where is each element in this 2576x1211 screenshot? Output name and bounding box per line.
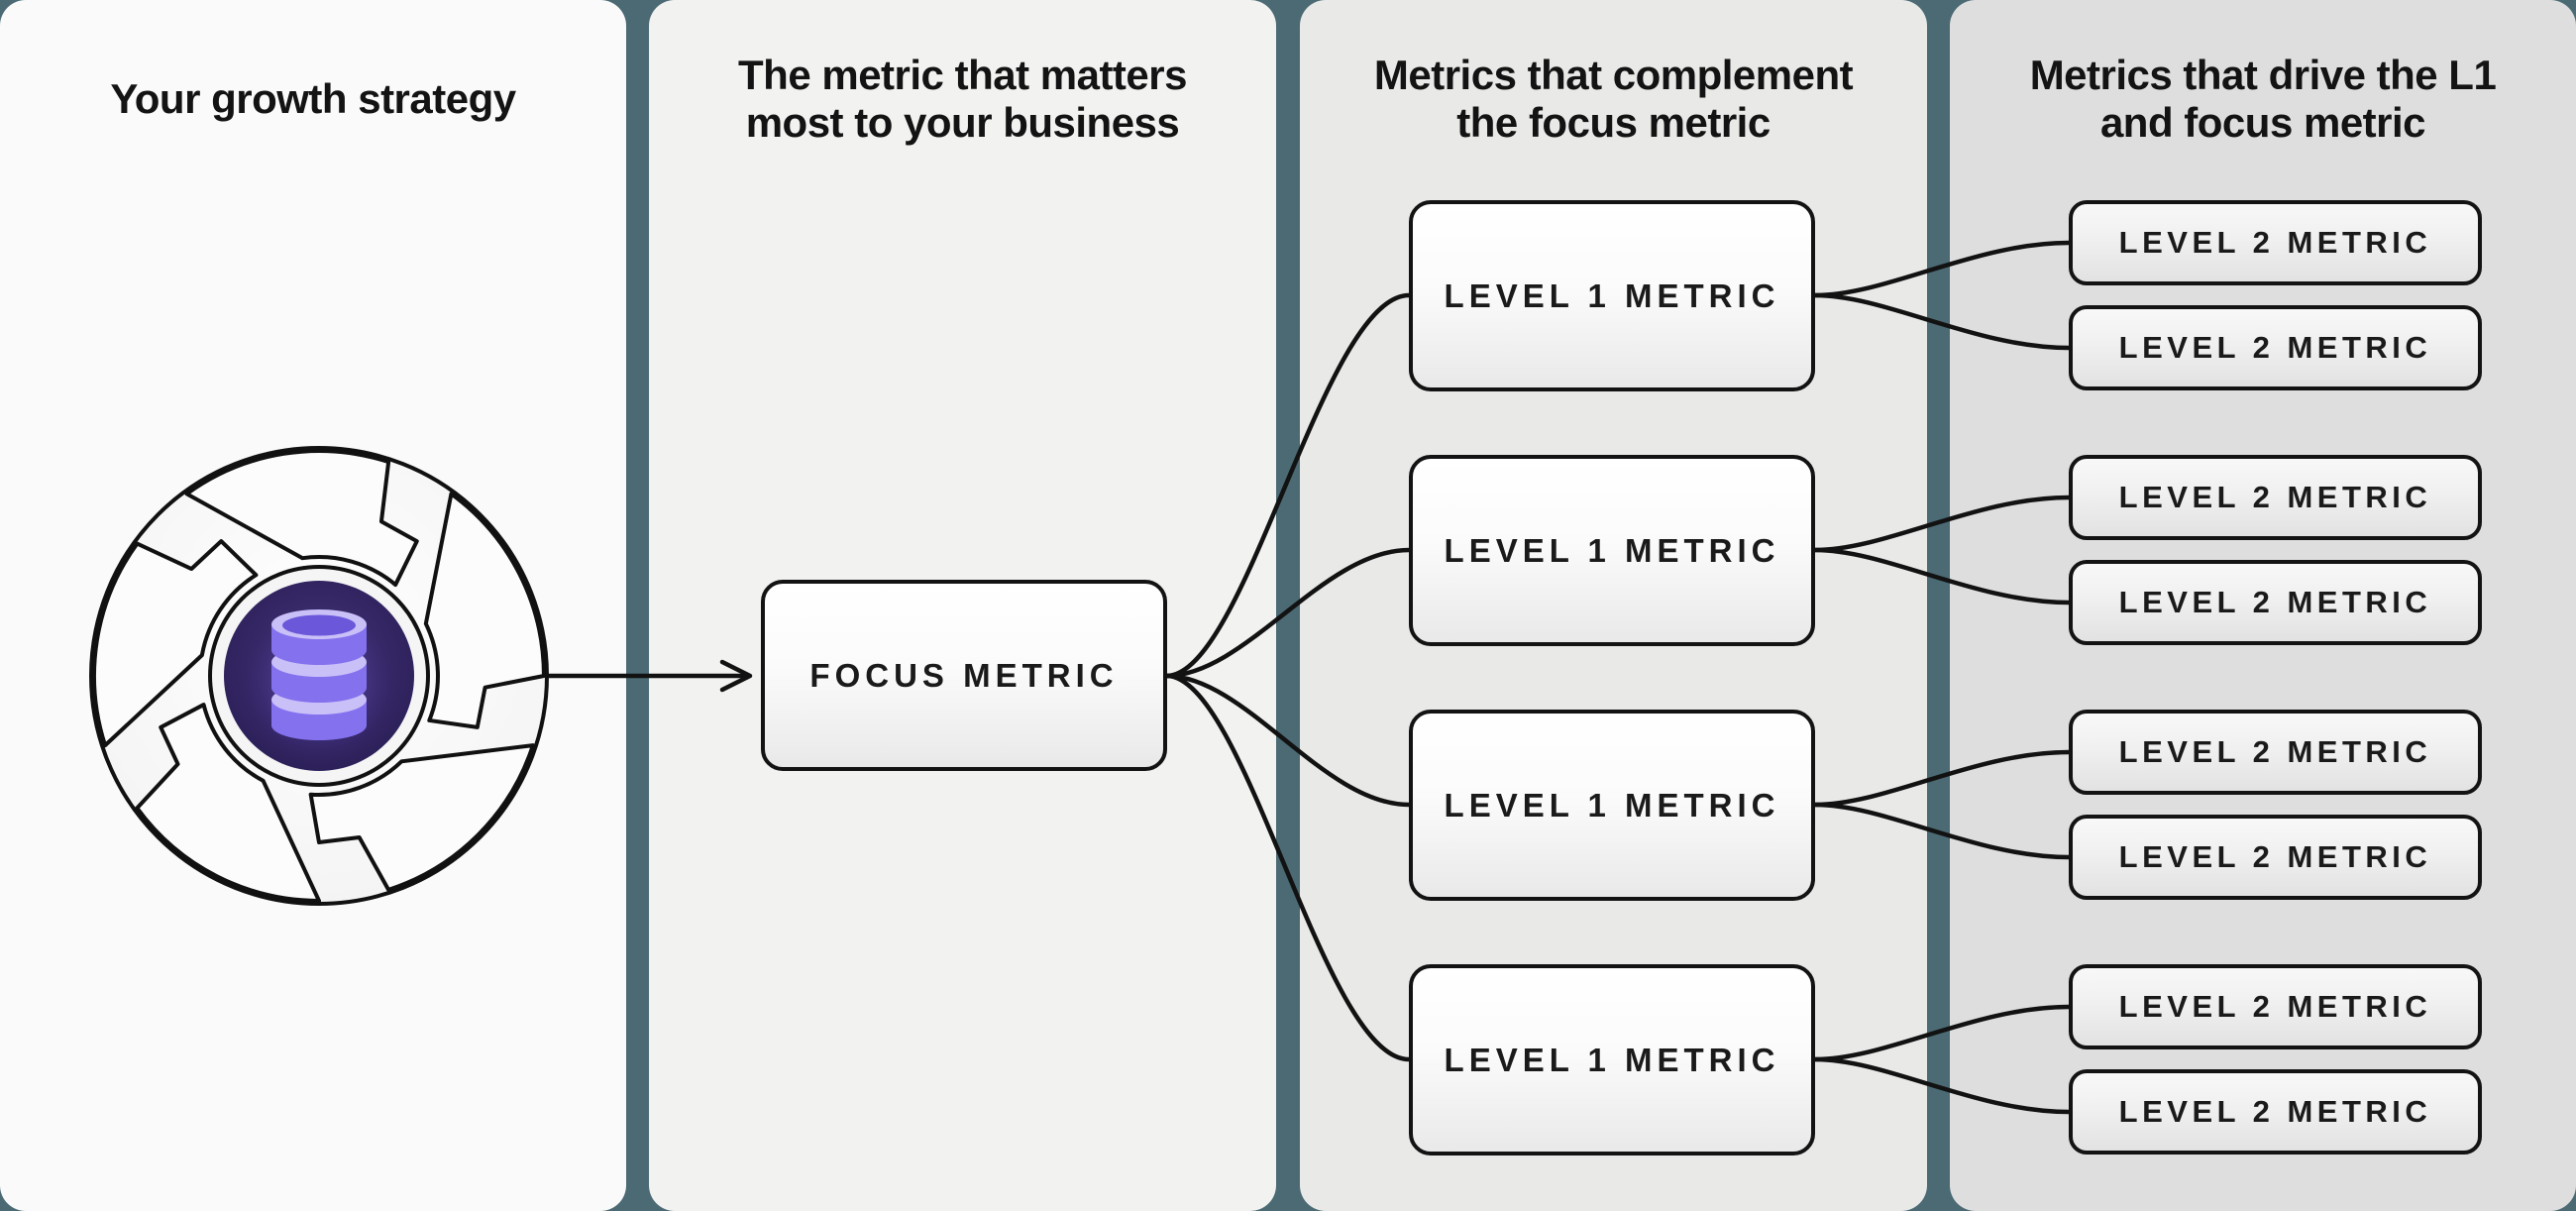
level1-metric-box: LEVEL 1 METRIC [1409, 964, 1815, 1156]
level2-metric-box: LEVEL 2 METRIC [2069, 455, 2482, 540]
level1-metric-label: LEVEL 1 METRIC [1444, 1041, 1780, 1078]
level2-metric-label: LEVEL 2 METRIC [2118, 585, 2432, 619]
title-line: most to your business [745, 99, 1180, 146]
level1-metric-label: LEVEL 1 METRIC [1444, 786, 1780, 824]
level2-metric-box: LEVEL 2 METRIC [2069, 200, 2482, 285]
panel-level2-metrics-title: Metrics that drive the L1 and focus metr… [1950, 48, 2576, 151]
level2-metric-box: LEVEL 2 METRIC [2069, 560, 2482, 645]
title-line: Your growth strategy [110, 75, 516, 122]
panel-growth-strategy-title: Your growth strategy [0, 48, 626, 151]
database-icon [271, 609, 367, 740]
level1-metric-label: LEVEL 1 METRIC [1444, 531, 1780, 569]
level2-metric-label: LEVEL 2 METRIC [2118, 1094, 2432, 1129]
level2-metric-box: LEVEL 2 METRIC [2069, 710, 2482, 795]
level2-metric-label: LEVEL 2 METRIC [2118, 839, 2432, 874]
title-line: and focus metric [2099, 99, 2426, 146]
level2-metric-label: LEVEL 2 METRIC [2118, 734, 2432, 769]
level2-metric-box: LEVEL 2 METRIC [2069, 305, 2482, 390]
panel-focus-metric-title: The metric that matters most to your bus… [649, 48, 1276, 151]
level2-metric-label: LEVEL 2 METRIC [2118, 225, 2432, 260]
title-line: The metric that matters [738, 52, 1187, 98]
level1-metric-box: LEVEL 1 METRIC [1409, 710, 1815, 901]
level2-metric-label: LEVEL 2 METRIC [2118, 989, 2432, 1024]
level1-metric-box: LEVEL 1 METRIC [1409, 455, 1815, 646]
title-line: the focus metric [1456, 99, 1771, 146]
level2-metric-label: LEVEL 2 METRIC [2118, 480, 2432, 514]
level1-metric-box: LEVEL 1 METRIC [1409, 200, 1815, 391]
level2-metric-box: LEVEL 2 METRIC [2069, 1069, 2482, 1155]
focus-metric-box: FOCUS METRIC [761, 580, 1167, 771]
level2-metric-box: LEVEL 2 METRIC [2069, 815, 2482, 900]
focus-metric-label: FOCUS METRIC [809, 656, 1119, 694]
level1-metric-label: LEVEL 1 METRIC [1444, 276, 1780, 314]
title-line: Metrics that complement [1373, 52, 1854, 98]
title-line: Metrics that drive the L1 [2029, 52, 2497, 98]
panel-level1-metrics-title: Metrics that complement the focus metric [1300, 48, 1927, 151]
level2-metric-label: LEVEL 2 METRIC [2118, 330, 2432, 365]
flywheel-blades [85, 449, 553, 910]
growth-flywheel-icon [85, 446, 553, 910]
level2-metric-box: LEVEL 2 METRIC [2069, 964, 2482, 1049]
